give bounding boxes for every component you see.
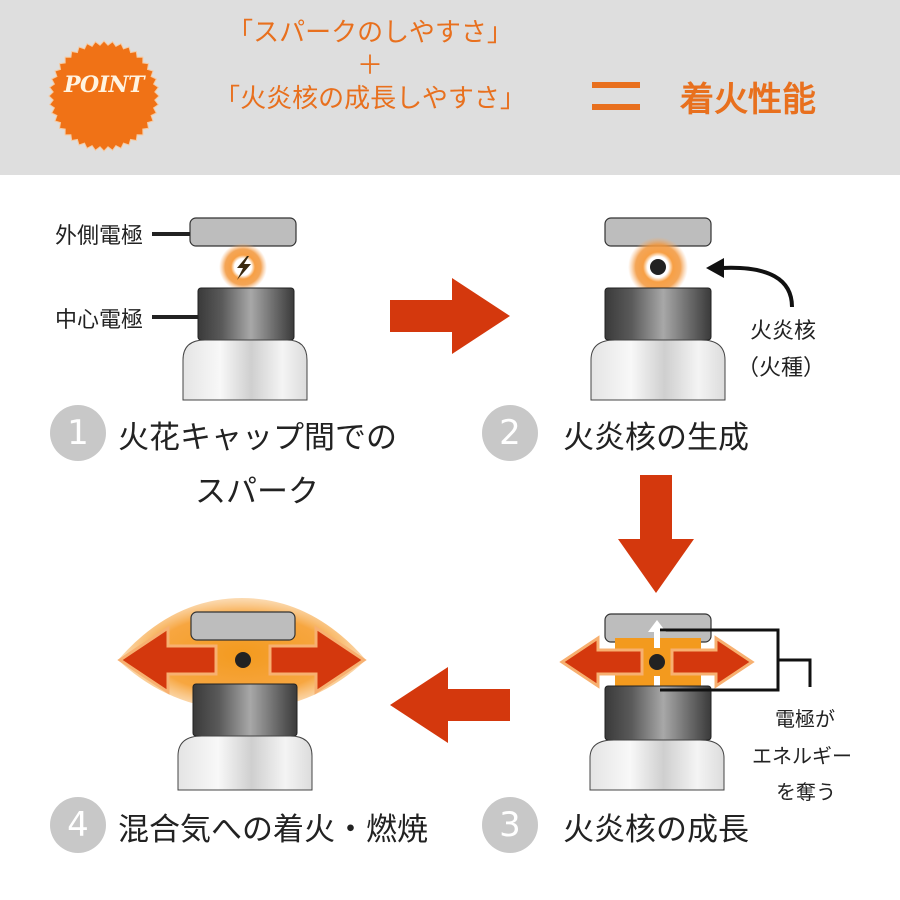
expand-left-arrow-icon bbox=[559, 635, 644, 689]
insulator bbox=[590, 339, 726, 401]
step-2-caption: 火炎核の生成 bbox=[563, 420, 749, 456]
formula-line-1: 「スパークのしやすさ」 bbox=[227, 18, 513, 48]
expand-right-arrow-icon bbox=[670, 635, 755, 689]
pointer-arrow-icon bbox=[706, 258, 794, 308]
point-badge-icon bbox=[48, 40, 160, 152]
expand-left-arrow-icon bbox=[117, 625, 218, 695]
energy-note-line-2: エネルギー bbox=[752, 744, 852, 768]
energy-note-line-3: を奪う bbox=[776, 780, 836, 804]
step-1-caption-line-2: スパーク bbox=[195, 474, 319, 510]
flame-kernel-icon bbox=[235, 652, 251, 668]
spark-plug-diagram-3 bbox=[559, 613, 755, 791]
header-banner: POINT 「スパークのしやすさ」 ＋ 「火炎核の成長しやすさ」 着火性能 bbox=[0, 0, 900, 175]
center-electrode bbox=[197, 287, 295, 341]
leader-line bbox=[152, 315, 198, 319]
step-number-3: 3 bbox=[482, 797, 538, 853]
expand-right-arrow-icon bbox=[268, 625, 367, 695]
center-electrode bbox=[604, 287, 712, 341]
center-electrode-label: 中心電極 bbox=[55, 308, 144, 333]
formula-plus: ＋ bbox=[356, 51, 383, 81]
step-4-caption: 混合気への着火・燃焼 bbox=[118, 812, 428, 848]
step-number-4: 4 bbox=[50, 797, 106, 853]
spark-plug-diagram-1 bbox=[182, 217, 308, 401]
flame-kernel-sub-label: （火種） bbox=[737, 356, 826, 381]
insulator bbox=[177, 735, 313, 791]
center-electrode bbox=[192, 683, 298, 737]
outer-electrode bbox=[190, 611, 296, 641]
equals-sign bbox=[592, 82, 640, 116]
outer-electrode bbox=[189, 217, 297, 247]
bracket-line bbox=[660, 628, 812, 692]
leader-line bbox=[152, 232, 190, 236]
step-number-1: 1 bbox=[50, 405, 106, 461]
energy-note-line-1: 電極が bbox=[775, 707, 835, 731]
step-number-2: 2 bbox=[482, 405, 538, 461]
arrow-down-icon bbox=[618, 475, 694, 593]
outer-electrode-label: 外側電極 bbox=[55, 224, 144, 249]
flame-kernel-icon bbox=[649, 654, 665, 670]
flame-kernel-icon bbox=[650, 259, 666, 275]
spark-bolt-icon bbox=[237, 256, 251, 280]
formula-line-2: 「火炎核の成長しやすさ」 bbox=[214, 84, 526, 114]
arrow-left-icon bbox=[390, 667, 510, 743]
flame-kernel-label: 火炎核 bbox=[750, 319, 817, 344]
step-1-caption-line-1: 火花キャップ間での bbox=[118, 420, 397, 456]
insulator bbox=[589, 739, 725, 791]
spark-plug-diagram-2 bbox=[590, 217, 726, 401]
energy-up-arrow-icon bbox=[648, 620, 666, 648]
formula: 「スパークのしやすさ」 ＋ 「火炎核の成長しやすさ」 bbox=[190, 14, 550, 118]
spark-plug-diagram-4 bbox=[117, 598, 367, 791]
result-text: 着火性能 bbox=[680, 80, 816, 120]
point-badge-label: POINT bbox=[64, 72, 144, 98]
insulator bbox=[182, 339, 308, 401]
step-3-caption: 火炎核の成長 bbox=[563, 812, 749, 848]
arrow-right-icon bbox=[390, 278, 510, 354]
